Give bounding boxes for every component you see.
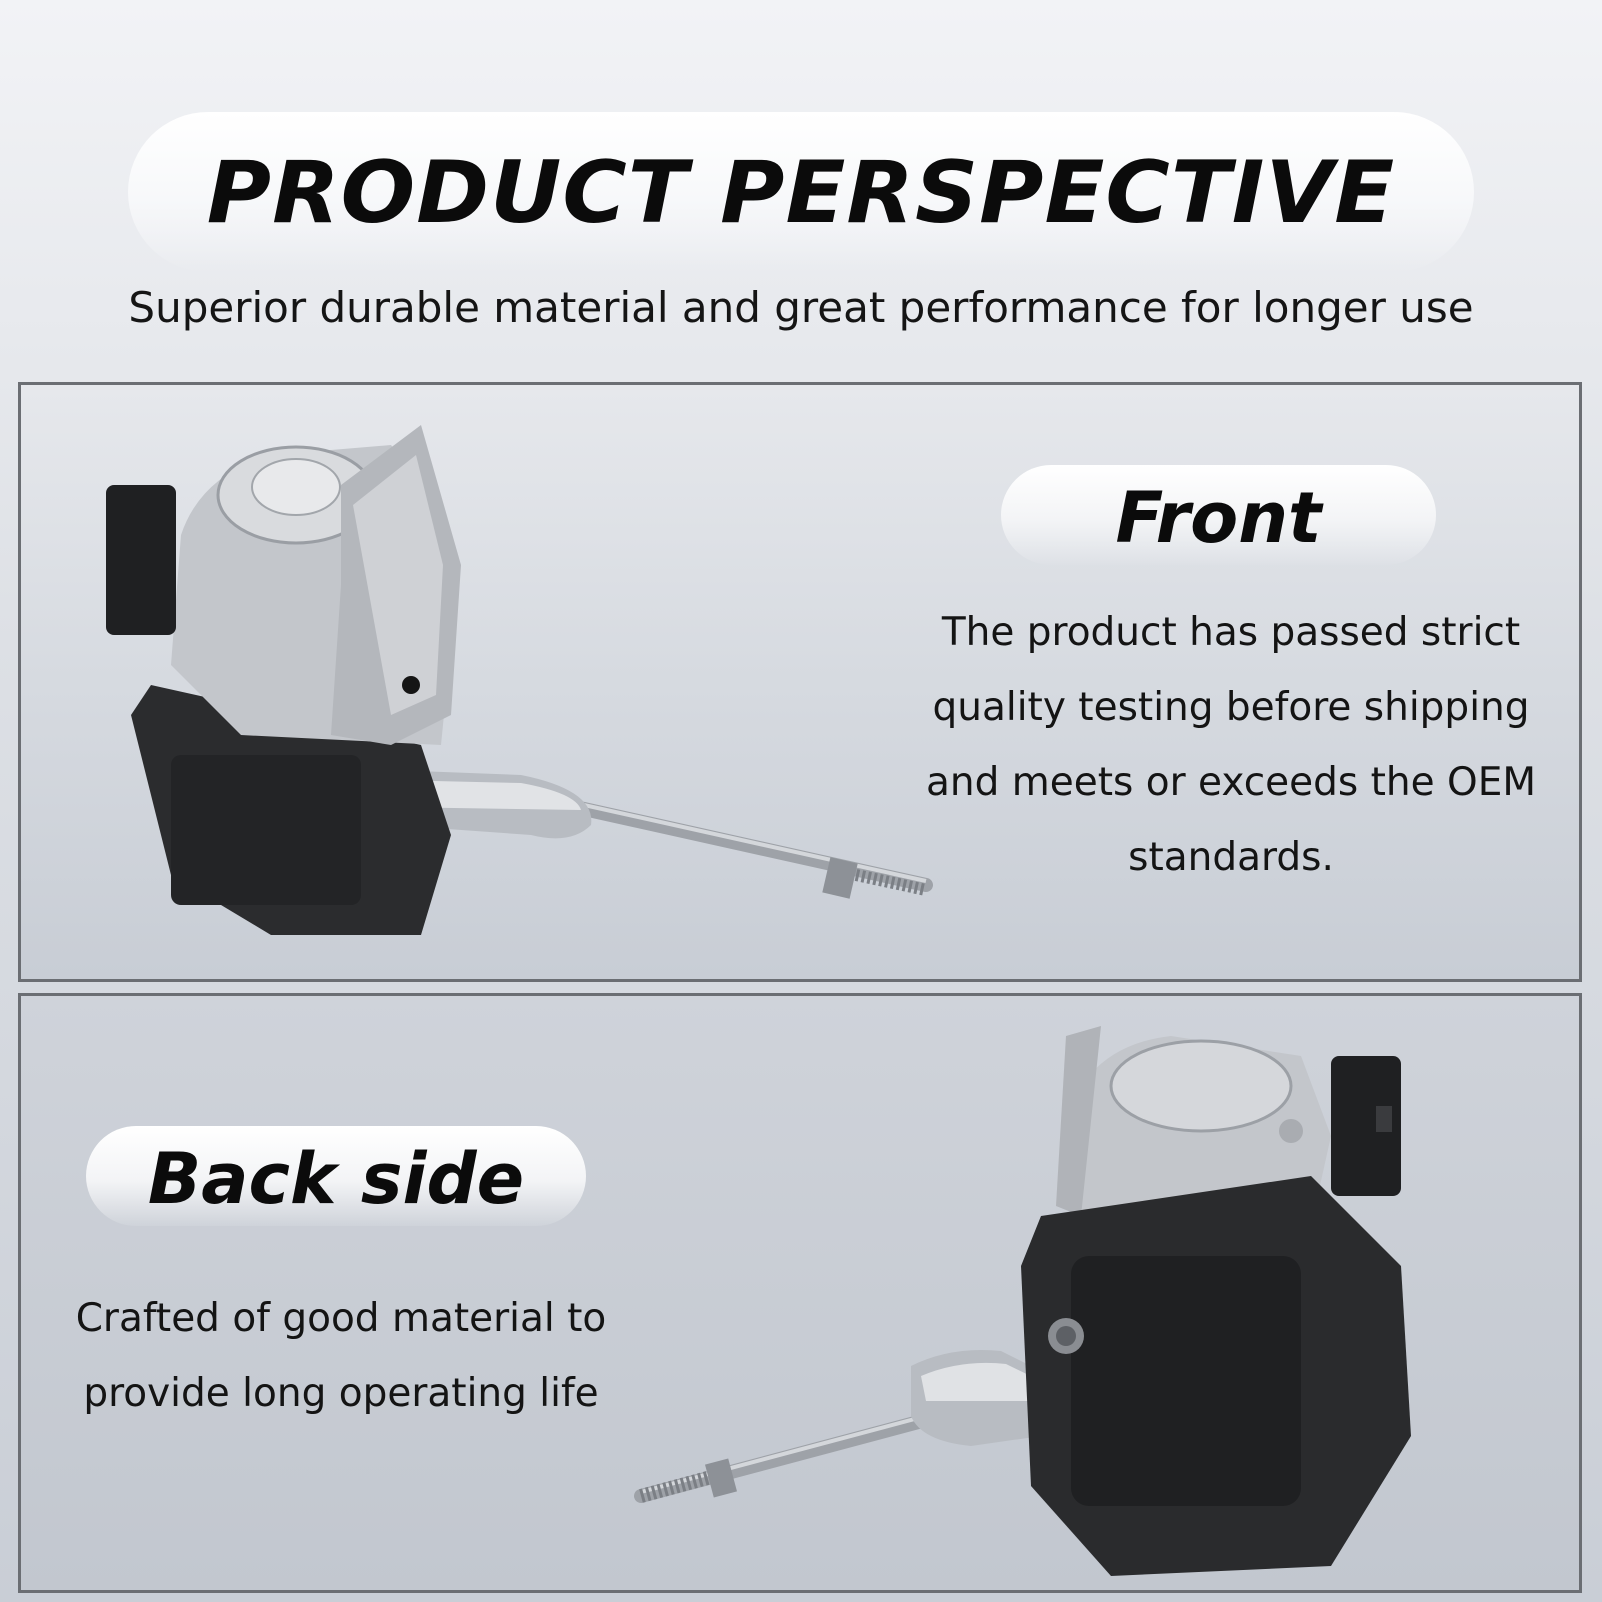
actuator-front-image: [106, 425, 933, 935]
front-description: The product has passed strict quality te…: [901, 595, 1561, 895]
page-subtitle: Superior durable material and great perf…: [128, 283, 1474, 332]
page-title: PRODUCT PERSPECTIVE: [206, 143, 1396, 243]
front-label-pill: [1001, 465, 1436, 565]
actuator-back-image: [634, 1026, 1411, 1576]
back-description: Crafted of good material to provide long…: [41, 1281, 641, 1431]
back-panel: Back side Crafted of good material to pr…: [18, 993, 1582, 1593]
back-label: Back side: [147, 1138, 525, 1220]
back-label-pill: [86, 1126, 586, 1226]
back-description-line: provide long operating life: [83, 1371, 599, 1416]
front-panel: Front The product has passed strict qual…: [18, 382, 1582, 982]
back-description-line: Crafted of good material to: [75, 1296, 607, 1341]
front-label: Front: [1115, 477, 1322, 559]
front-description-line: The product has passed strict: [941, 610, 1521, 655]
front-description-line: standards.: [1128, 835, 1334, 880]
title-banner: [128, 112, 1474, 272]
front-description-line: quality testing before shipping: [932, 685, 1530, 730]
front-description-line: and meets or exceeds the OEM: [925, 760, 1537, 805]
